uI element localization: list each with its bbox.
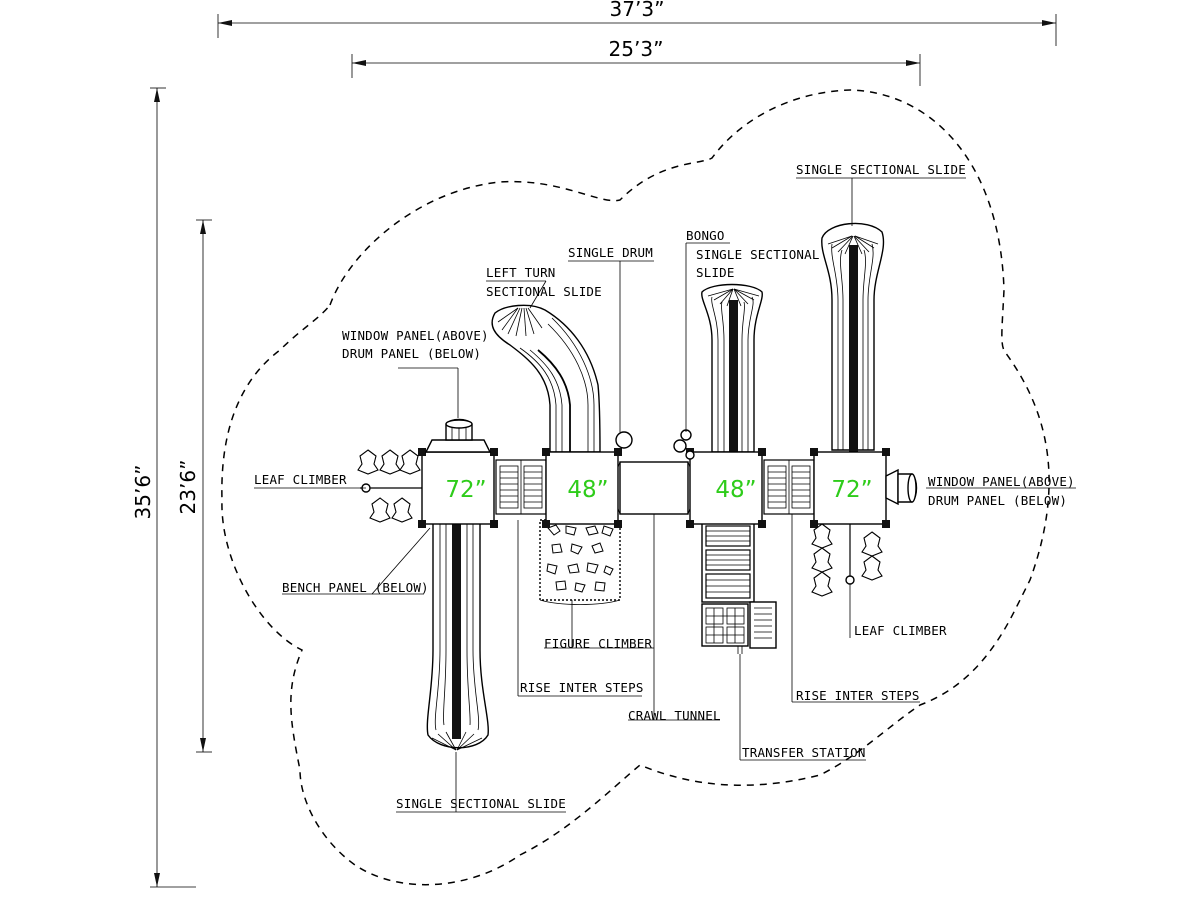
label-leaf-climber-left: LEAF CLIMBER [254, 472, 347, 487]
label-window-panel-right-2: DRUM PANEL (BELOW) [928, 493, 1067, 508]
deck-3: 48” [686, 448, 766, 528]
rise-inter-steps-right [763, 459, 815, 515]
figure-climber [539, 519, 621, 605]
label-figure-climber: FIGURE CLIMBER [544, 636, 652, 651]
deck-1-height: 72” [445, 477, 486, 503]
single-drum [615, 431, 633, 449]
label-left-turn-1: LEFT TURN [486, 265, 556, 280]
deck-4-height: 72” [831, 477, 872, 503]
dimension-inner-depth: 23’6” [176, 219, 212, 753]
deck-2: 48” [542, 448, 622, 528]
rise-inter-steps-left [495, 459, 547, 515]
single-sectional-slide-bottom [426, 519, 489, 751]
label-single-sectional-slide-mid-2: SLIDE [696, 265, 735, 280]
leader-lines [254, 177, 1076, 813]
deck-4: 72” [810, 448, 890, 528]
bongo [673, 429, 695, 460]
crawl-tunnel [615, 461, 693, 515]
label-rise-inter-steps-right: RISE INTER STEPS [796, 688, 920, 703]
window-drum-panel-left [424, 418, 492, 453]
use-zone-boundary [221, 89, 1050, 886]
single-sectional-slide-right-tall [821, 222, 885, 455]
label-window-panel-left-1: WINDOW PANEL(ABOVE) [342, 328, 489, 343]
label-transfer-station: TRANSFER STATION [742, 745, 866, 760]
overall-depth-text: 35’6” [131, 465, 155, 520]
deck-3-height: 48” [715, 477, 756, 503]
inner-depth-text: 23’6” [176, 460, 200, 515]
leaf-climber-left [357, 449, 422, 523]
transfer-station [701, 521, 777, 654]
deck-2-height: 48” [567, 477, 608, 503]
label-leaf-climber-right: LEAF CLIMBER [854, 623, 947, 638]
label-bench-panel: BENCH PANEL (BELOW) [282, 580, 429, 595]
dimension-inner-width: 25’3” [351, 37, 921, 86]
deck-1: 72” [418, 448, 498, 528]
label-left-turn-2: SECTIONAL SLIDE [486, 284, 602, 299]
dimension-overall-width: 37’3” [217, 0, 1057, 46]
dimension-overall-depth: 35’6” [131, 87, 196, 888]
label-single-drum: SINGLE DRUM [568, 245, 653, 260]
window-drum-panel-right [885, 468, 918, 506]
leaf-climber-right [811, 523, 883, 597]
label-rise-inter-steps-left: RISE INTER STEPS [520, 680, 644, 695]
label-single-sectional-slide-top: SINGLE SECTIONAL SLIDE [796, 162, 966, 177]
single-sectional-slide-middle [701, 283, 763, 455]
label-window-panel-right-1: WINDOW PANEL(ABOVE) [928, 474, 1075, 489]
label-bongo: BONGO [686, 228, 725, 243]
label-crawl-tunnel: CRAWL TUNNEL [628, 708, 721, 723]
overall-width-text: 37’3” [610, 0, 665, 21]
label-window-panel-left-2: DRUM PANEL (BELOW) [342, 346, 481, 361]
label-single-sectional-slide-bottom: SINGLE SECTIONAL SLIDE [396, 796, 566, 811]
label-single-sectional-slide-mid-1: SINGLE SECTIONAL [696, 247, 820, 262]
left-turn-sectional-slide [491, 304, 601, 455]
inner-width-text: 25’3” [609, 37, 664, 61]
